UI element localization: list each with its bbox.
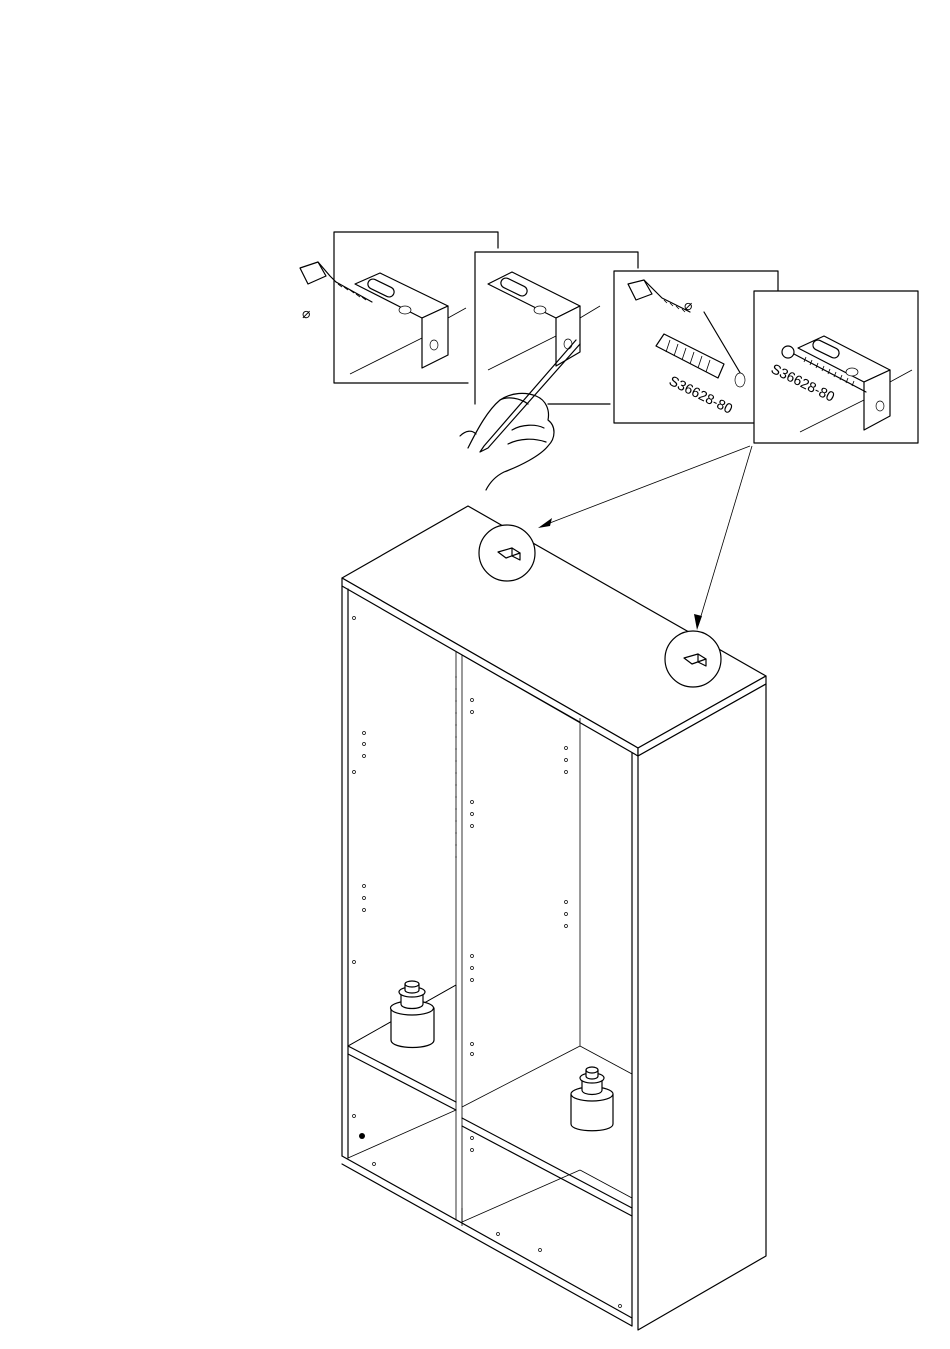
weight-icon [571, 1067, 613, 1131]
cabinet-drawing [342, 506, 766, 1330]
step-panel-screw: S36628-80 [754, 291, 918, 443]
bracket-detail-circle [665, 631, 721, 687]
weight-icon [391, 981, 435, 1048]
step-panel-mark [460, 252, 638, 490]
diameter-symbol: ⌀ [684, 297, 692, 313]
diameter-symbol: ⌀ [302, 305, 310, 321]
angle-bracket-icon [355, 273, 448, 368]
bracket-detail-circle [479, 525, 535, 581]
arrow-head-icon [538, 518, 552, 528]
step-panel-drill: ⌀ [300, 232, 498, 383]
arrow-head-icon [694, 614, 702, 630]
